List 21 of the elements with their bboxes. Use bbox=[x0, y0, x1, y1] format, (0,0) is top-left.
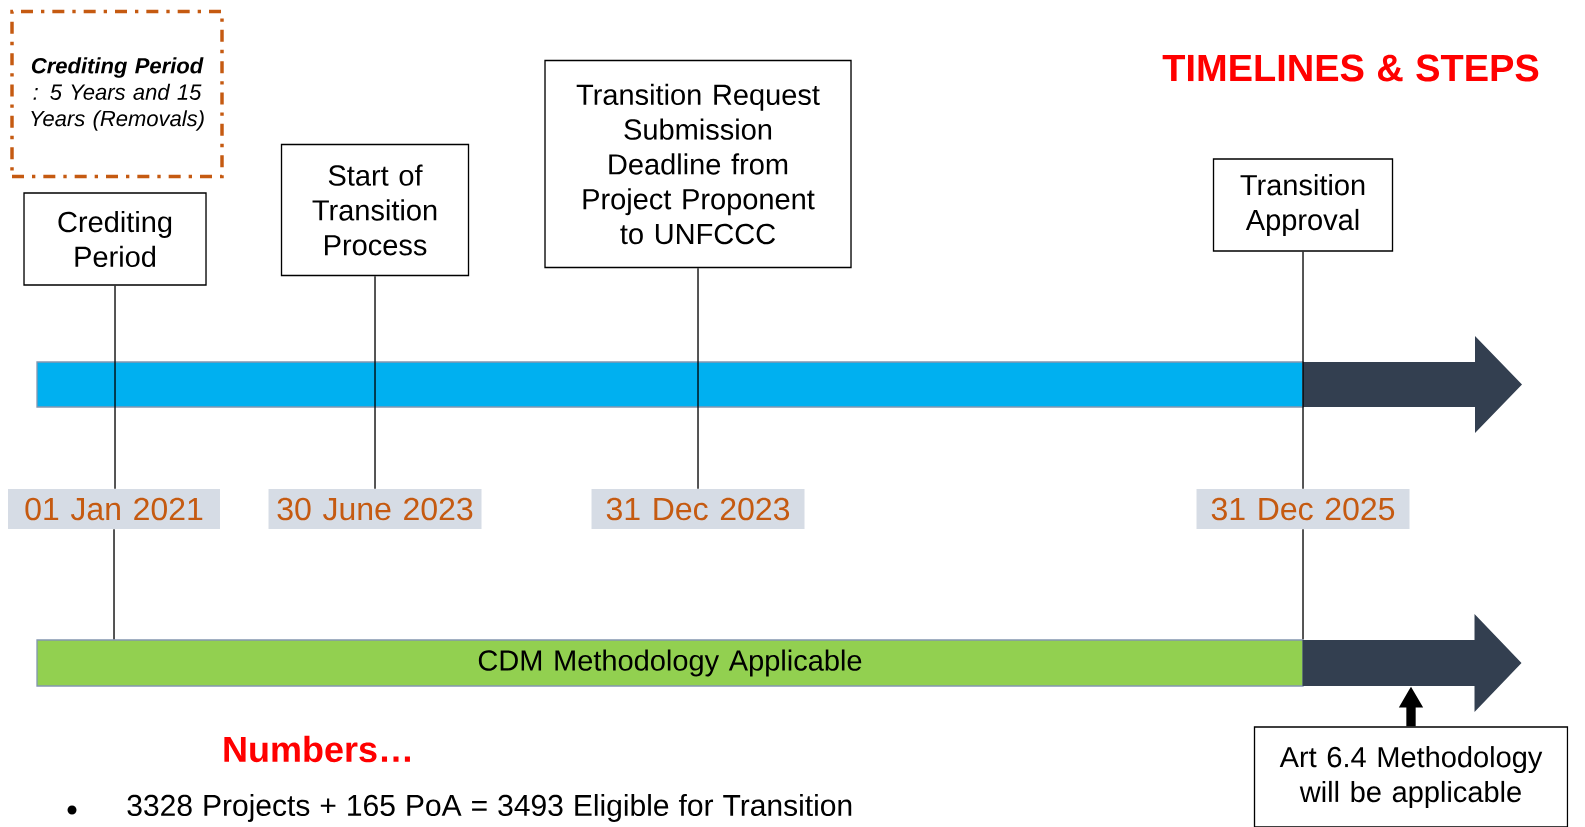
milestone-box: Start of Transition Process bbox=[280, 143, 470, 277]
date-label: 31 Dec 2025 bbox=[1196, 489, 1410, 529]
connector-line bbox=[114, 285, 116, 490]
heading: Numbers… bbox=[224, 735, 410, 763]
title: TIMELINES & STEPS bbox=[1162, 54, 1539, 82]
milestone-box: Transition Approval bbox=[1212, 158, 1394, 252]
date-label: 30 June 2023 bbox=[268, 489, 482, 529]
connector-line bbox=[697, 267, 699, 490]
note-box: Crediting Period : 5 Years and 15 Years (Removals) bbox=[10, 9, 224, 179]
bullet-text: 3328 Projects + 165 PoA = 3493 Eligible for Transition bbox=[127, 794, 852, 822]
arrow-shape bbox=[1302, 614, 1522, 712]
connector-line bbox=[113, 528, 115, 640]
milestone-box: Art 6.4 Methodology will be applicable bbox=[1253, 726, 1569, 827]
milestone-box: Crediting Period bbox=[23, 192, 207, 286]
date-label: 01 Jan 2021 bbox=[8, 489, 220, 529]
connector-line bbox=[1302, 251, 1304, 490]
milestone-box: Transition Request Submission Deadline from Project Proponent to UNFCCC bbox=[544, 59, 852, 269]
date-label: 31 Dec 2023 bbox=[591, 489, 805, 529]
methodology-bar: CDM Methodology Applicable bbox=[36, 639, 1304, 687]
connector-line bbox=[1302, 528, 1304, 640]
connector-line bbox=[374, 275, 376, 490]
